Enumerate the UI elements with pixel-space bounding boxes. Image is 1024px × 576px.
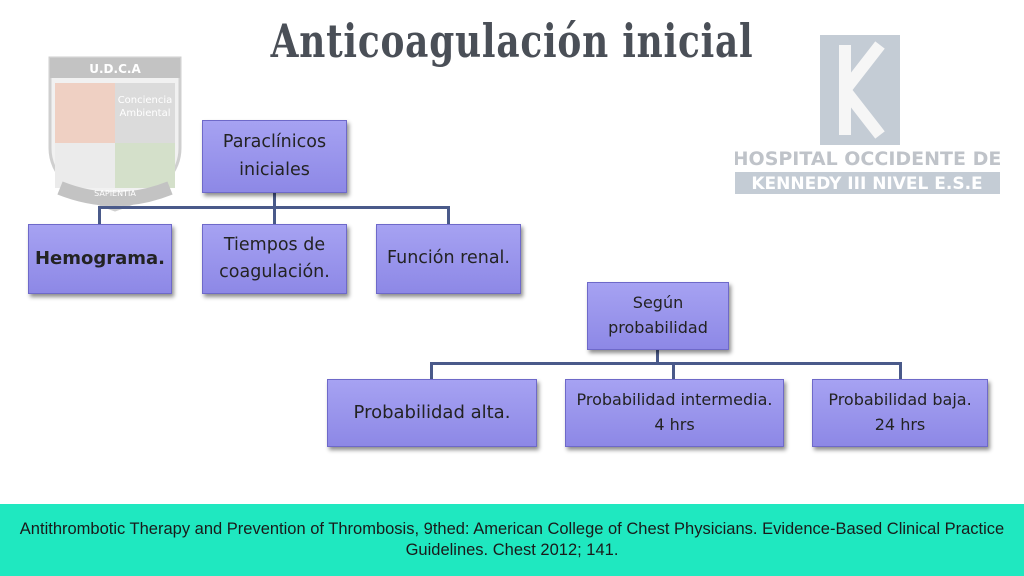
svg-text:KENNEDY III NIVEL E.S.E: KENNEDY III NIVEL E.S.E [751,174,982,194]
svg-text:SAPIENTIA: SAPIENTIA [94,189,136,198]
node-funcion-renal: Función renal. [376,224,521,294]
connector [430,362,902,365]
node-hemograma: Hemograma. [28,224,172,294]
node-segun-probabilidad: Según probabilidad [587,282,729,350]
node-text: Según [632,293,684,313]
connector [672,362,675,379]
node-text: Función renal. [387,248,510,269]
svg-text:HOSPITAL OCCIDENTE DE: HOSPITAL OCCIDENTE DE [735,148,1000,170]
connector [899,362,902,379]
node-probabilidad-alta: Probabilidad alta. [327,379,537,447]
svg-text:U.D.C.A: U.D.C.A [89,62,141,76]
node-probabilidad-baja: Probabilidad baja. 24 hrs [812,379,988,447]
connector [430,362,433,379]
slide-title: Anticoagulación inicial [270,14,754,68]
citation-footer: Antithrombotic Therapy and Prevention of… [0,504,1024,576]
svg-text:Conciencia: Conciencia [118,95,173,106]
node-text: coagulación. [219,262,330,282]
connector [656,348,659,363]
hospital-logo: HOSPITAL OCCIDENTE DE KENNEDY III NIVEL … [735,35,1000,194]
node-text: Probabilidad alta. [353,402,511,424]
node-text: Paraclínicos [222,132,327,153]
node-probabilidad-intermedia: Probabilidad intermedia. 4 hrs [565,379,784,447]
node-paraclinicos: Paraclínicos iniciales [202,120,347,193]
node-text: Probabilidad intermedia. [576,390,773,410]
node-tiempos-coagulacion: Tiempos de coagulación. [202,224,347,294]
node-text: 4 hrs [654,415,695,434]
node-text: Probabilidad baja. [828,390,972,410]
node-text: Tiempos de [223,234,326,255]
node-text: 24 hrs [874,415,926,434]
connector [98,206,101,224]
node-text: iniciales [239,159,310,180]
svg-text:Ambiental: Ambiental [119,108,170,119]
node-text: probabilidad [608,318,708,337]
connector [273,206,276,224]
citation-text: Antithrombotic Therapy and Prevention of… [19,519,1005,559]
connector [273,191,276,207]
node-text: Hemograma. [34,248,166,270]
connector [447,206,450,224]
university-logo: U.D.C.A Conciencia Ambiental SAPIENTIA [48,56,182,212]
